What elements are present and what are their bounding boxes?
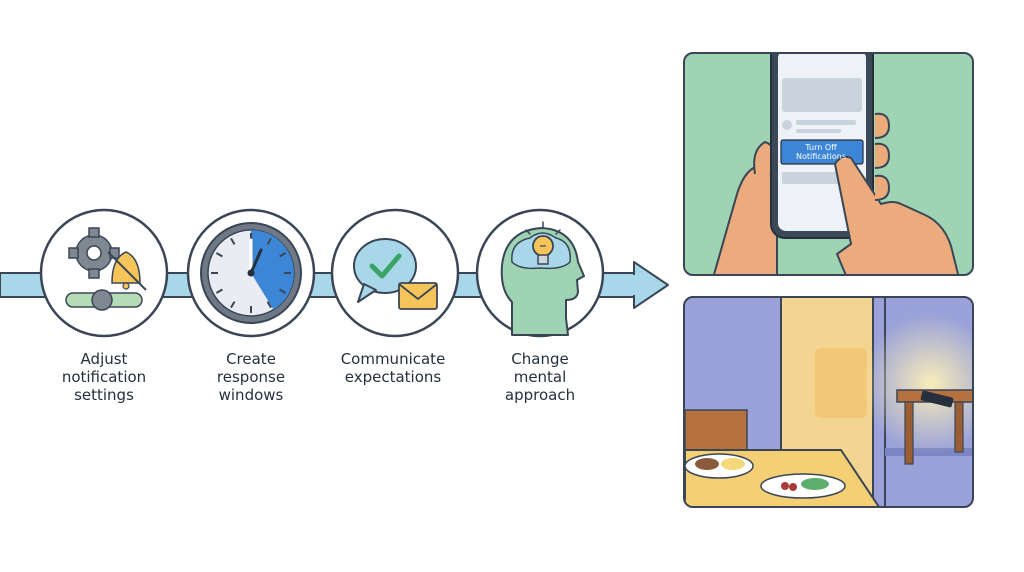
right-hand-illustration <box>834 112 960 274</box>
clock-icon <box>200 222 302 324</box>
step-3-circle <box>330 208 460 338</box>
lamp-glow <box>861 314 972 454</box>
phone-face-down <box>920 390 954 408</box>
gear-icon <box>68 227 120 279</box>
phone-button-label: Turn Off Notifications <box>795 143 847 161</box>
dining-table <box>685 409 880 506</box>
step-4-label: Change mental approach <box>504 350 576 404</box>
head-profile-icon <box>500 227 585 336</box>
chat-bubble-icon <box>353 238 417 303</box>
bell-icon <box>107 251 147 291</box>
step-2-circle <box>186 208 316 338</box>
step-1-label: Adjust notification settings <box>61 350 147 404</box>
step-3-label: Communicate expectations <box>340 350 446 386</box>
lightbulb-icon <box>525 221 561 265</box>
side-table <box>896 389 972 465</box>
toggle-switch-icon <box>65 289 143 311</box>
dining-room-panel <box>683 296 974 508</box>
envelope-icon <box>398 282 438 310</box>
left-hand-illustration <box>713 140 779 274</box>
step-1-circle <box>39 208 169 338</box>
phone-illustration-panel: Turn Off Notifications <box>683 52 974 276</box>
step-4-circle <box>475 208 605 338</box>
step-2-label: Create response windows <box>216 350 286 404</box>
